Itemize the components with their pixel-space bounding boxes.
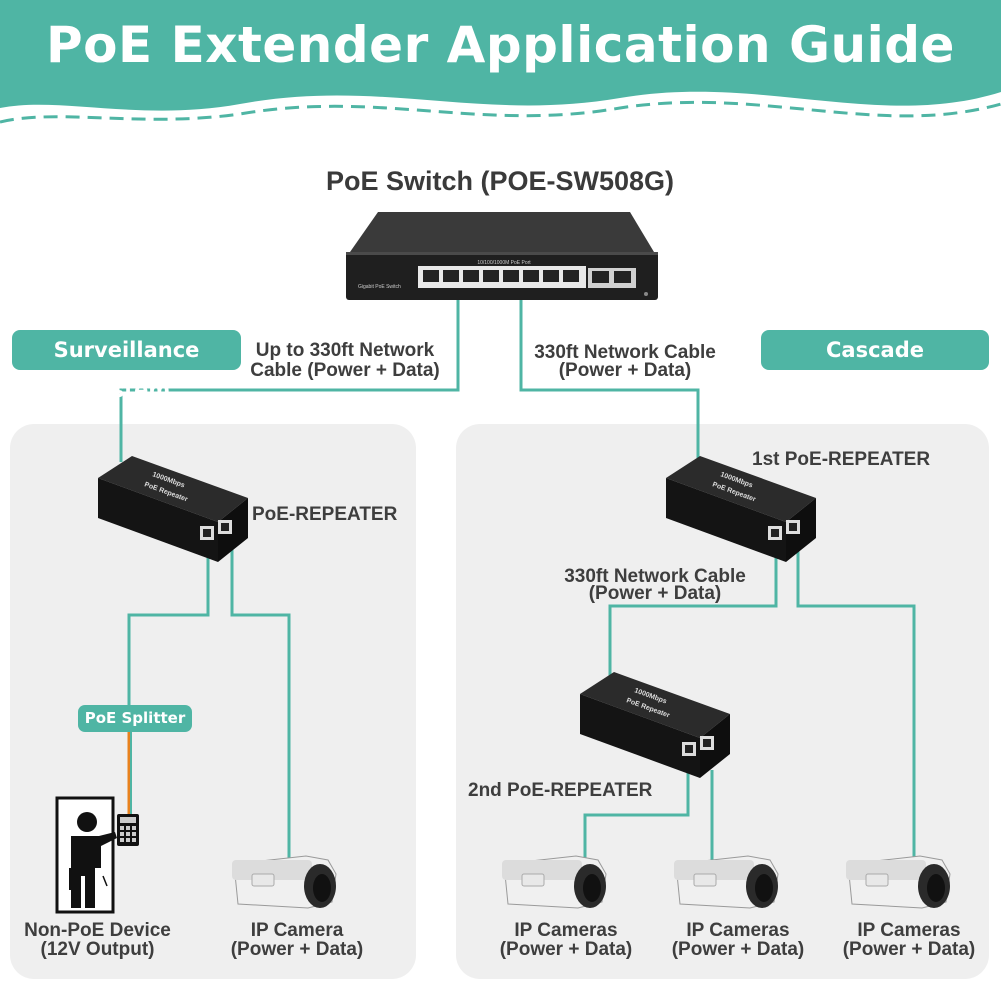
page-title: PoE Extender Application Guide xyxy=(46,16,955,74)
switch-front-text: 10/100/1000M PoE Port xyxy=(477,260,531,266)
ip-cameras-label-2-line2: (Power + Data) xyxy=(671,939,805,960)
ip-camera-icon-2 xyxy=(674,855,779,909)
ip-camera-label-line1: IP Camera xyxy=(250,920,344,941)
left-cable-label-line2: Cable (Power + Data) xyxy=(250,360,440,381)
non-poe-device-label-line2: (12V Output) xyxy=(40,939,155,960)
ip-camera-icon xyxy=(232,855,337,909)
second-repeater-label: 2nd PoE-REPEATER xyxy=(468,780,653,801)
ip-cameras-label-1-line2: (Power + Data) xyxy=(499,939,633,960)
poe-switch-device: 10/100/1000M PoE Port Gigabit PoE Switch xyxy=(346,212,658,300)
non-poe-device-label-line1: Non-PoE Device xyxy=(24,920,171,941)
poe-repeater-left: 1000Mbps PoE Repeater xyxy=(98,456,248,562)
left-cable-label-line1: Up to 330ft Network xyxy=(255,340,435,361)
right-cable-label-line2: (Power + Data) xyxy=(558,360,692,381)
cable-1st-to-2nd-repeater xyxy=(608,540,778,682)
cable-switch-to-repeater xyxy=(119,300,460,462)
left-repeater-label: PoE-REPEATER xyxy=(252,504,398,525)
cable-switch-to-1st-repeater xyxy=(519,300,700,458)
access-control-door-icon xyxy=(55,796,139,914)
cascade-cable-label-line2: (Power + Data) xyxy=(588,583,722,604)
cascade-cable-label-line1: 330ft Network Cable xyxy=(564,566,746,587)
header-banner xyxy=(0,0,1001,124)
poe-repeater-1st: 1000Mbps PoE Repeater xyxy=(666,456,816,562)
poe-repeater-2nd: 1000Mbps PoE Repeater xyxy=(580,672,730,778)
cable-2nd-repeater-to-camera-1 xyxy=(583,770,690,862)
switch-side-text: Gigabit PoE Switch xyxy=(358,284,401,290)
switch-label: PoE Switch (POE-SW508G) xyxy=(325,166,675,196)
ip-cameras-label-2-line1: IP Cameras xyxy=(686,920,790,941)
ip-cameras-label-1-line1: IP Cameras xyxy=(514,920,618,941)
surveillance-system-badge: Surveillance System xyxy=(12,330,241,402)
poe-splitter-badge: PoE Splitter xyxy=(78,705,192,732)
ip-cameras-label-3-line1: IP Cameras xyxy=(857,920,961,941)
ip-camera-label-line2: (Power + Data) xyxy=(230,939,364,960)
cable-repeater-to-splitter xyxy=(127,545,210,708)
ip-camera-icon-3 xyxy=(846,855,951,909)
cable-repeater-to-camera xyxy=(230,545,291,862)
cascade-deployment-badge: Cascade Deployment xyxy=(761,330,989,402)
right-cable-label-line1: 330ft Network Cable xyxy=(534,342,716,363)
ip-camera-icon-1 xyxy=(502,855,607,909)
cable-1st-repeater-to-camera xyxy=(796,540,916,862)
ip-cameras-label-3-line2: (Power + Data) xyxy=(842,939,976,960)
first-repeater-label: 1st PoE-REPEATER xyxy=(752,449,931,470)
